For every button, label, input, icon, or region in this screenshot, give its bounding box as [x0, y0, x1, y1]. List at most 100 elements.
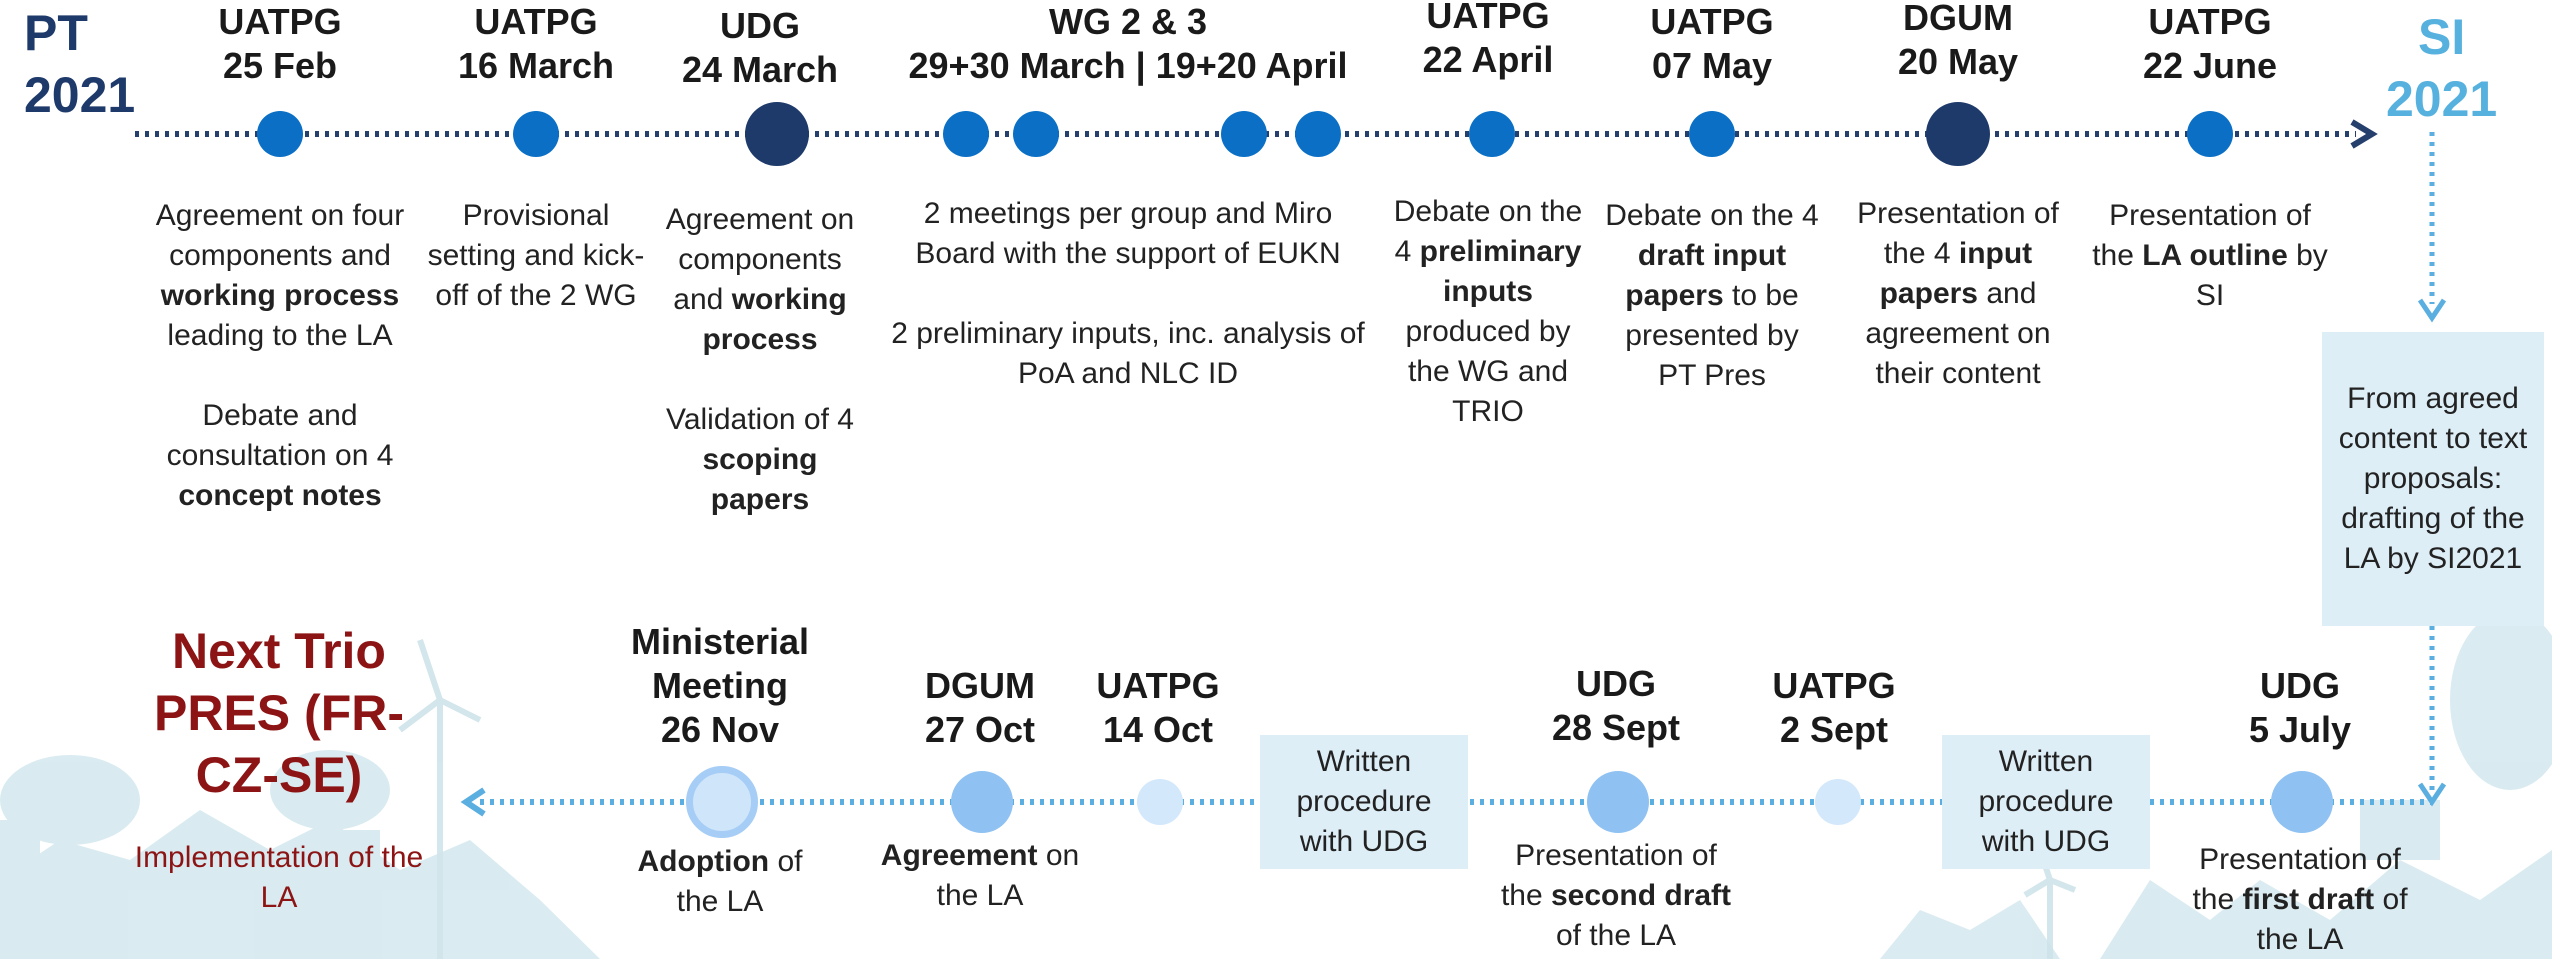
- top-milestone-dot: [2187, 111, 2233, 157]
- event-date: 07 May: [1651, 45, 1773, 86]
- event-date: 26 Nov: [660, 709, 780, 750]
- event-date: 28 Sept: [1551, 707, 1681, 748]
- event-description-paragraph: Agreement on components and working proc…: [665, 203, 855, 356]
- end-label: SI 2021: [2386, 6, 2497, 130]
- end-label-line2: 2021: [2386, 71, 2498, 127]
- event-date: 20 May: [1897, 41, 2019, 82]
- bottom-milestone-dot: [1137, 779, 1183, 825]
- written-procedure-box-1: Written procedure with UDG: [1260, 735, 1468, 869]
- top-timeline-arrowhead: [2350, 119, 2378, 149]
- top-milestone-dot: [1221, 111, 1267, 157]
- emphasis-text: scoping papers: [702, 443, 818, 516]
- emphasis-text: Adoption: [637, 845, 770, 878]
- event-org: UDG: [1576, 663, 1656, 704]
- emphasis-text: working process: [160, 279, 400, 312]
- event-org: UATPG: [2148, 1, 2272, 42]
- event-description-paragraph: Provisional setting and kick-off of the …: [427, 199, 645, 312]
- top-event-description: Presentation of the 4 input papers and a…: [1838, 194, 2078, 394]
- top-event-description: Provisional setting and kick-off of the …: [426, 196, 646, 316]
- top-milestone-dot: [1926, 102, 1990, 166]
- written-procedure-box-2: Written procedure with UDG: [1942, 735, 2150, 869]
- event-date: 16 March: [457, 45, 615, 86]
- start-label-line1: PT: [24, 5, 88, 61]
- event-date: 22 April: [1422, 39, 1554, 80]
- event-org: UATPG: [474, 1, 598, 42]
- emphasis-text: working process: [702, 283, 847, 356]
- event-description-paragraph: 2 meetings per group and Miro Board with…: [915, 197, 1341, 270]
- bottom-timeline-arrowhead: [460, 787, 486, 817]
- top-event-description: Presentation of the LA outline by SI: [2090, 196, 2330, 316]
- event-description-paragraph: Agreement on the LA: [880, 839, 1080, 912]
- start-label: PT 2021: [24, 2, 135, 126]
- event-org: UATPG: [1426, 0, 1550, 36]
- event-description-paragraph: Presentation of the second draft of the …: [1500, 839, 1732, 952]
- top-event-description: Debate on the 4 draft input papers to be…: [1602, 196, 1822, 396]
- side-box-text: From agreed content to text proposals: d…: [2338, 382, 2528, 575]
- side-box: From agreed content to text proposals: d…: [2322, 332, 2544, 626]
- event-org: DGUM: [1903, 0, 2013, 38]
- event-date: 29+30 March | 19+20 April: [908, 45, 1348, 86]
- event-description-paragraph: Validation of 4 scoping papers: [666, 403, 854, 516]
- top-event-description: Debate on the 4 preliminary inputs produ…: [1388, 192, 1588, 432]
- event-org: Ministerial Meeting: [630, 621, 810, 706]
- next-trio-title: Next Trio PRES (FR-CZ-SE): [154, 623, 404, 803]
- bottom-event-description: Presentation of the second draft of the …: [1491, 836, 1741, 956]
- emphasis-text: draft input papers: [1625, 239, 1787, 312]
- event-description-paragraph: Agreement on four components and working…: [155, 199, 405, 352]
- paragraph-gap: [135, 356, 425, 396]
- written-procedure-text-1: Written procedure with UDG: [1296, 745, 1432, 858]
- event-description-paragraph: Presentation of the first draft of the L…: [2192, 843, 2408, 956]
- written-procedure-text-2: Written procedure with UDG: [1978, 745, 2114, 858]
- connector-arrowhead-1: [2417, 298, 2447, 323]
- event-org: UDG: [2260, 665, 2340, 706]
- bottom-milestone-dot: [1587, 771, 1649, 833]
- top-milestone-dot: [257, 111, 303, 157]
- end-label-line1: SI: [2417, 9, 2466, 65]
- emphasis-text: first draft: [2242, 883, 2375, 916]
- event-date: 5 July: [2248, 709, 2352, 750]
- top-event-description: Agreement on four components and working…: [135, 196, 425, 516]
- emphasis-text: Agreement: [880, 839, 1038, 872]
- top-milestone-dot: [1295, 111, 1341, 157]
- top-milestone-dot: [1013, 111, 1059, 157]
- emphasis-text: preliminary inputs: [1419, 235, 1582, 308]
- emphasis-text: concept notes: [178, 479, 382, 512]
- event-org: UATPG: [1772, 665, 1896, 706]
- bottom-milestone-dot: [2271, 771, 2333, 833]
- event-date: 14 Oct: [1102, 709, 1214, 750]
- paragraph-gap: [650, 360, 870, 400]
- event-date: 27 Oct: [924, 709, 1036, 750]
- bottom-milestone-dot: [686, 766, 758, 838]
- bottom-event-description: Adoption of the LA: [620, 842, 820, 922]
- event-description-paragraph: Adoption of the LA: [637, 845, 803, 918]
- event-org: UATPG: [218, 1, 342, 42]
- top-event-description: 2 meetings per group and Miro Board with…: [888, 194, 1368, 394]
- bottom-milestone-dot: [1815, 779, 1861, 825]
- event-date: 22 June: [2142, 45, 2278, 86]
- emphasis-text: LA outline: [2142, 239, 2288, 272]
- event-org: UATPG: [1650, 1, 1774, 42]
- top-milestone-dot: [745, 102, 809, 166]
- event-description-paragraph: Debate on the 4 preliminary inputs produ…: [1393, 195, 1583, 428]
- next-trio-subtitle: Implementation of the LA: [134, 841, 424, 914]
- event-description-paragraph: 2 preliminary inputs, inc. analysis of P…: [891, 317, 1365, 390]
- bottom-event-description: Agreement on the LA: [870, 836, 1090, 916]
- event-description-paragraph: Debate and consultation on 4 concept not…: [166, 399, 394, 512]
- event-description-paragraph: Presentation of the LA outline by SI: [2092, 199, 2328, 312]
- event-org: WG 2 & 3: [1048, 1, 1208, 42]
- emphasis-text: input papers: [1879, 237, 2033, 310]
- event-org: UDG: [720, 5, 800, 46]
- event-org: UATPG: [1096, 665, 1220, 706]
- top-milestone-dot: [513, 111, 559, 157]
